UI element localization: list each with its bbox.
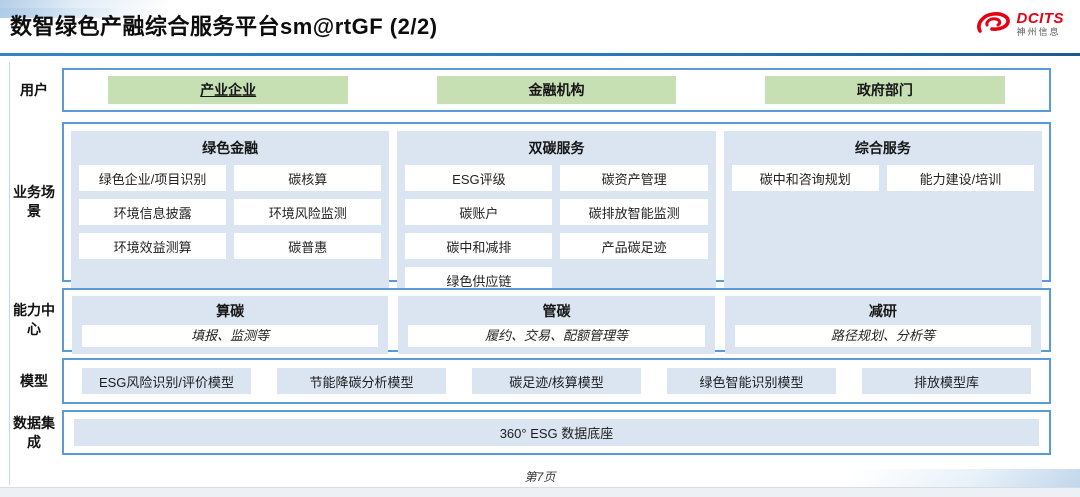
page-title: 数智绿色产融综合服务平台sm@rtGF (2/2) bbox=[10, 14, 438, 39]
row-label-data-integration: 数据集成 bbox=[13, 414, 55, 450]
logo-swoosh-icon bbox=[976, 12, 1010, 33]
scenario-item: 绿色企业/项目识别 bbox=[79, 165, 227, 191]
scenario-panel-green-finance: 绿色金融 绿色企业/项目识别 碳核算 环境信息披露 环境风险监测 环境效益测算 … bbox=[71, 131, 390, 301]
row-label-scenarios: 业务场景 bbox=[13, 184, 55, 219]
row-label-capabilities: 能力中心 bbox=[13, 302, 55, 337]
scenario-item: 碳核算 bbox=[234, 165, 382, 191]
page-number: 第7页 bbox=[524, 470, 556, 484]
data-integration-row-box: 360° ESG 数据底座 bbox=[62, 410, 1051, 455]
scenario-item: 环境信息披露 bbox=[79, 199, 227, 225]
user-block-government: 政府部门 bbox=[764, 76, 1005, 104]
scenario-item: 环境效益测算 bbox=[79, 233, 227, 259]
data-foundation-block: 360° ESG 数据底座 bbox=[74, 419, 1039, 446]
capability-title: 管碳 bbox=[542, 303, 571, 319]
row-label-users: 用户 bbox=[20, 81, 48, 98]
row-label-models: 模型 bbox=[20, 372, 48, 389]
capability-panel-manage-carbon: 管碳 履约、交易、配额管理等 bbox=[398, 296, 715, 354]
capabilities-row-box: 算碳 填报、监测等 管碳 履约、交易、配额管理等 减研 路径规划、分析等 bbox=[62, 288, 1051, 354]
capability-title: 减研 bbox=[868, 303, 897, 319]
model-item: 碳足迹/核算模型 bbox=[472, 368, 641, 394]
title-underline bbox=[0, 53, 1080, 56]
user-block-industry: 产业企业 bbox=[108, 76, 348, 104]
model-item: 节能降碳分析模型 bbox=[277, 368, 446, 394]
model-item: 绿色智能识别模型 bbox=[667, 368, 836, 394]
scenario-item: 碳中和咨询规划 bbox=[731, 165, 879, 191]
model-item: 排放模型库 bbox=[862, 368, 1031, 394]
scenario-item: 碳中和减排 bbox=[405, 233, 553, 259]
user-block-financial: 金融机构 bbox=[436, 76, 677, 104]
panel-title: 双碳服务 bbox=[528, 140, 585, 156]
scenario-item: 环境风险监测 bbox=[234, 199, 382, 225]
scenario-item: ESG评级 bbox=[405, 165, 553, 191]
logo-subtitle-text: 神州信息 bbox=[1016, 27, 1061, 37]
models-row-box: ESG风险识别/评价模型 节能降碳分析模型 碳足迹/核算模型 绿色智能识别模型 … bbox=[62, 358, 1051, 404]
capability-title: 算碳 bbox=[216, 303, 245, 319]
capability-desc: 路径规划、分析等 bbox=[734, 325, 1031, 347]
scenario-item: 碳普惠 bbox=[234, 233, 382, 259]
scenarios-row-box: 绿色金融 绿色企业/项目识别 碳核算 环境信息披露 环境风险监测 环境效益测算 … bbox=[62, 122, 1051, 301]
capability-panel-calc-carbon: 算碳 填报、监测等 bbox=[72, 296, 389, 354]
scenario-panel-dual-carbon: 双碳服务 ESG评级 碳资产管理 碳账户 碳排放智能监测 碳中和减排 产品碳足迹… bbox=[397, 131, 716, 301]
capability-desc: 履约、交易、配额管理等 bbox=[408, 325, 705, 347]
users-row-box: 产业企业 金融机构 政府部门 bbox=[62, 68, 1051, 112]
model-item: ESG风险识别/评价模型 bbox=[82, 368, 251, 394]
scenario-item: 产品碳足迹 bbox=[560, 233, 708, 259]
logo-brand-text: DCITS bbox=[1016, 10, 1064, 27]
left-frame-line bbox=[9, 62, 10, 485]
scenario-panel-comprehensive: 综合服务 碳中和咨询规划 能力建设/培训 bbox=[723, 131, 1042, 301]
capability-desc: 填报、监测等 bbox=[82, 325, 379, 347]
scenario-item: 碳账户 bbox=[405, 199, 553, 225]
panel-title: 综合服务 bbox=[854, 140, 911, 156]
panel-title: 绿色金融 bbox=[202, 140, 259, 156]
capability-panel-reduce-research: 减研 路径规划、分析等 bbox=[724, 296, 1041, 354]
bottom-strip bbox=[0, 487, 1080, 497]
scenario-item: 能力建设/培训 bbox=[886, 165, 1034, 191]
scenario-item: 碳资产管理 bbox=[560, 165, 708, 191]
scenario-item: 碳排放智能监测 bbox=[560, 199, 708, 225]
company-logo: DCITS 神州信息 bbox=[974, 10, 1065, 38]
